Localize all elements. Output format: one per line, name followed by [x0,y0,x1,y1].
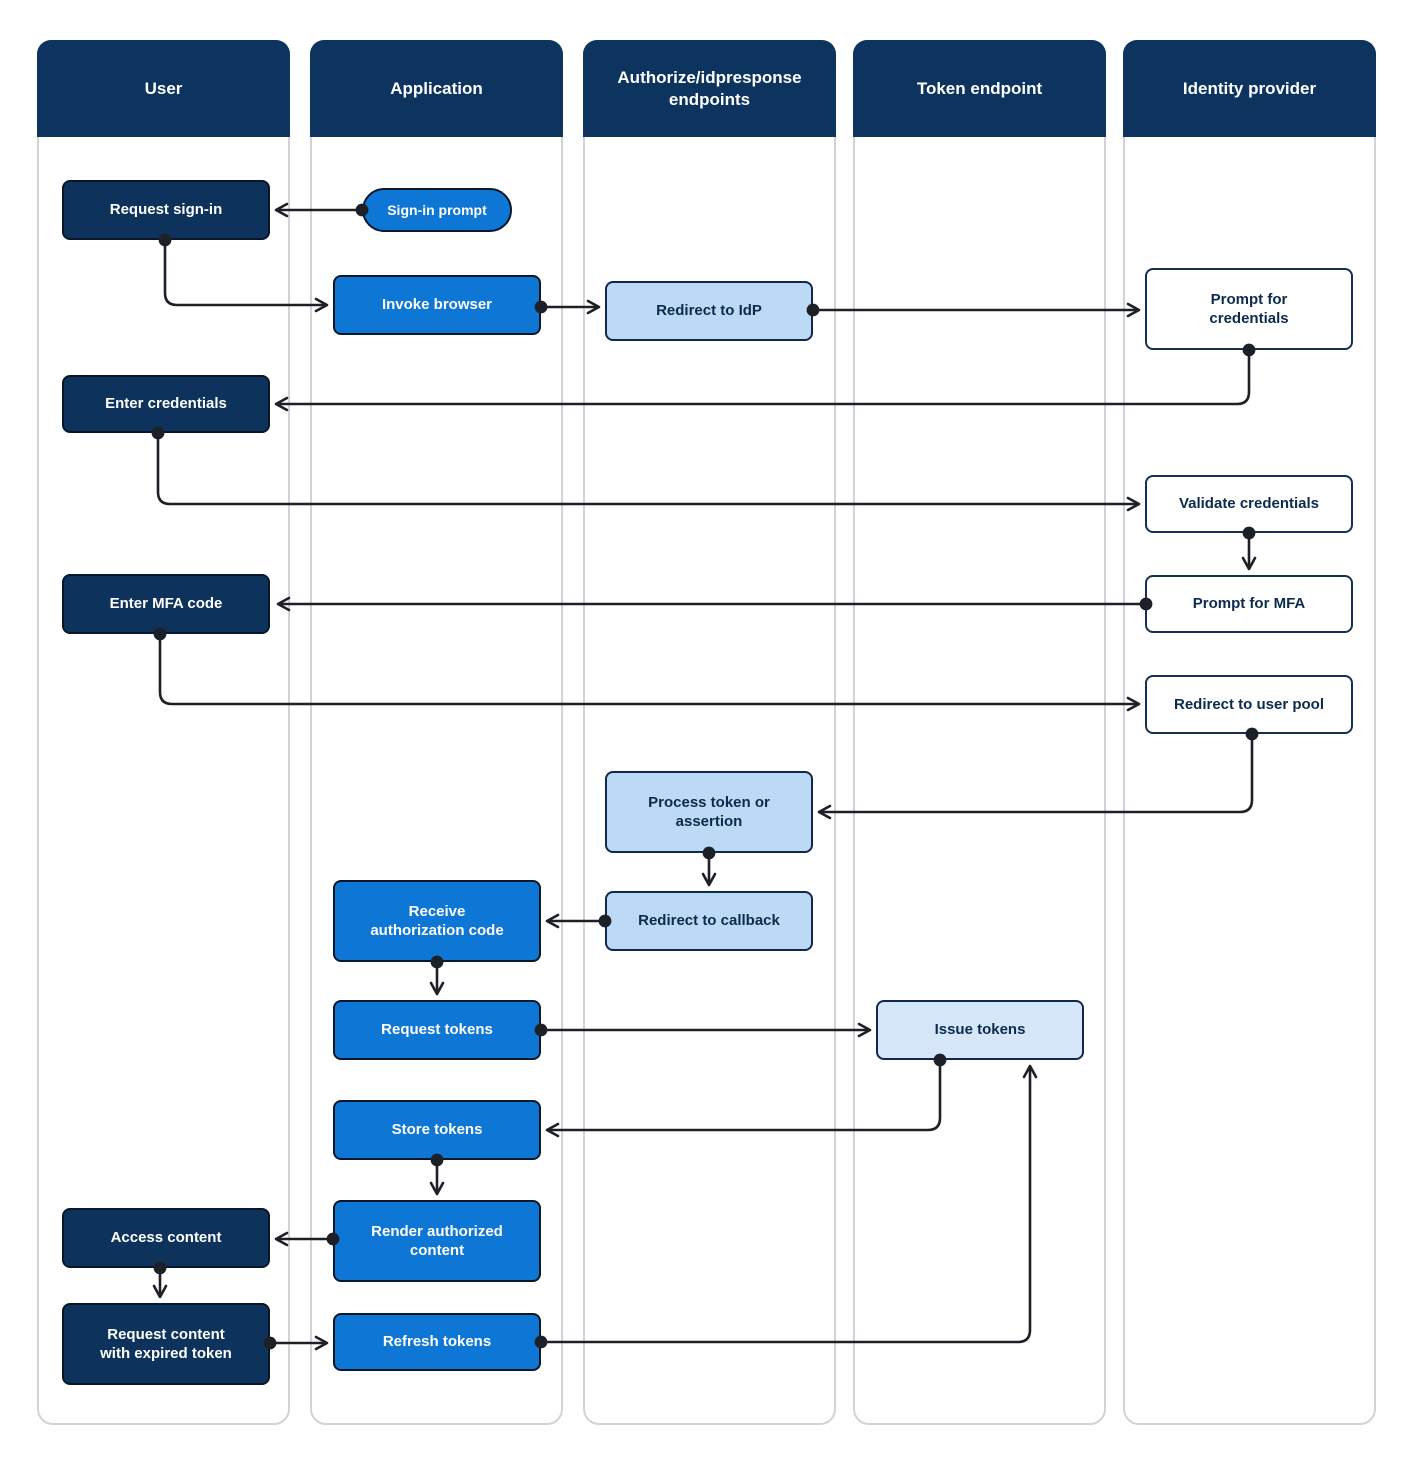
node-label: Sign-in prompt [387,201,487,218]
node-label: Store tokens [391,1121,483,1139]
lane-title: User [144,78,183,98]
node-redirect-to-callback: Redirect to callback [605,891,813,951]
node-enter-credentials: Enter credentials [62,375,270,433]
node-label: Receive authorization code [370,902,504,940]
node-label: Enter MFA code [109,595,223,613]
node-render-authorized-content: Render authorized content [333,1200,541,1282]
node-label: Invoke browser [381,296,493,314]
lane-application: Application [310,40,563,1425]
node-invoke-browser: Invoke browser [333,275,541,335]
node-redirect-to-idp: Redirect to IdP [605,281,813,341]
node-label: Request sign-in [109,201,223,219]
node-label: Render authorized content [371,1222,503,1260]
node-label: Redirect to callback [638,912,780,930]
node-label: Issue tokens [934,1021,1026,1039]
node-label: Request content with expired token [100,1325,232,1363]
lane-header-authorize-endpoints: Authorize/idpresponse endpoints [583,40,836,137]
node-label: Enter credentials [105,395,227,413]
node-issue-tokens: Issue tokens [876,1000,1084,1060]
node-request-tokens: Request tokens [333,1000,541,1060]
node-validate-credentials: Validate credentials [1145,475,1353,533]
node-label: Access content [110,1229,222,1247]
node-refresh-tokens: Refresh tokens [333,1313,541,1371]
lane-title: Identity provider [1182,78,1317,98]
lane-header-token-endpoint: Token endpoint [853,40,1106,137]
node-request-sign-in: Request sign-in [62,180,270,240]
lane-authorize-endpoints: Authorize/idpresponse endpoints [583,40,836,1425]
node-request-content-with-expired-token: Request content with expired token [62,1303,270,1385]
lane-header-identity-provider: Identity provider [1123,40,1376,137]
lane-header-user: User [37,40,290,137]
lane-token-endpoint: Token endpoint [853,40,1106,1425]
node-store-tokens: Store tokens [333,1100,541,1160]
node-process-token-or-assertion: Process token or assertion [605,771,813,853]
node-label: Validate credentials [1178,495,1320,513]
node-label: Prompt for MFA [1192,595,1306,613]
lane-title: Token endpoint [916,78,1043,98]
lane-header-application: Application [310,40,563,137]
node-receive-authorization-code: Receive authorization code [333,880,541,962]
node-label: Redirect to user pool [1173,695,1325,713]
node-label: Prompt for credentials [1209,290,1289,328]
lane-title: Application [390,78,483,98]
node-label: Redirect to IdP [656,302,762,320]
lane-title: Authorize/idpresponse endpoints [617,68,802,109]
node-enter-mfa-code: Enter MFA code [62,574,270,634]
node-label: Process token or assertion [648,793,770,831]
node-prompt-for-mfa: Prompt for MFA [1145,575,1353,633]
node-sign-in-prompt: Sign-in prompt [362,188,512,232]
node-redirect-to-user-pool: Redirect to user pool [1145,675,1353,734]
node-access-content: Access content [62,1208,270,1268]
node-label: Request tokens [381,1021,493,1039]
node-prompt-for-credentials: Prompt for credentials [1145,268,1353,350]
node-label: Refresh tokens [382,1333,492,1351]
